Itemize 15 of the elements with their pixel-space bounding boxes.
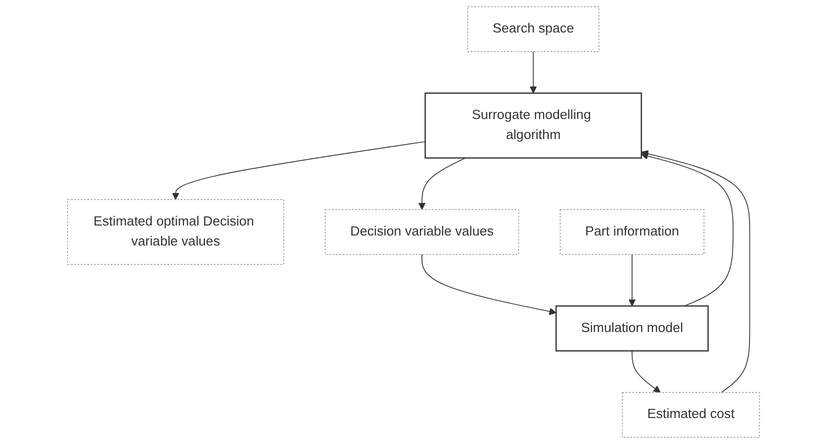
node-box: Estimated optimal Decision variable values — [67, 199, 284, 265]
node-box: Part information — [560, 209, 704, 255]
arrow — [418, 158, 466, 210]
node-box: Surrogate modelling algorithm — [424, 92, 642, 159]
node-box: Decision variable values — [324, 209, 520, 255]
node-box: Estimated cost — [622, 392, 760, 438]
arrow — [422, 254, 556, 316]
arrow — [632, 350, 661, 393]
arrow — [641, 150, 750, 393]
node-box: Simulation model — [556, 305, 709, 352]
arrow — [628, 254, 636, 306]
node-box: Search space — [467, 6, 600, 52]
arrow — [172, 141, 426, 200]
arrow — [641, 152, 734, 306]
arrow — [530, 51, 537, 94]
